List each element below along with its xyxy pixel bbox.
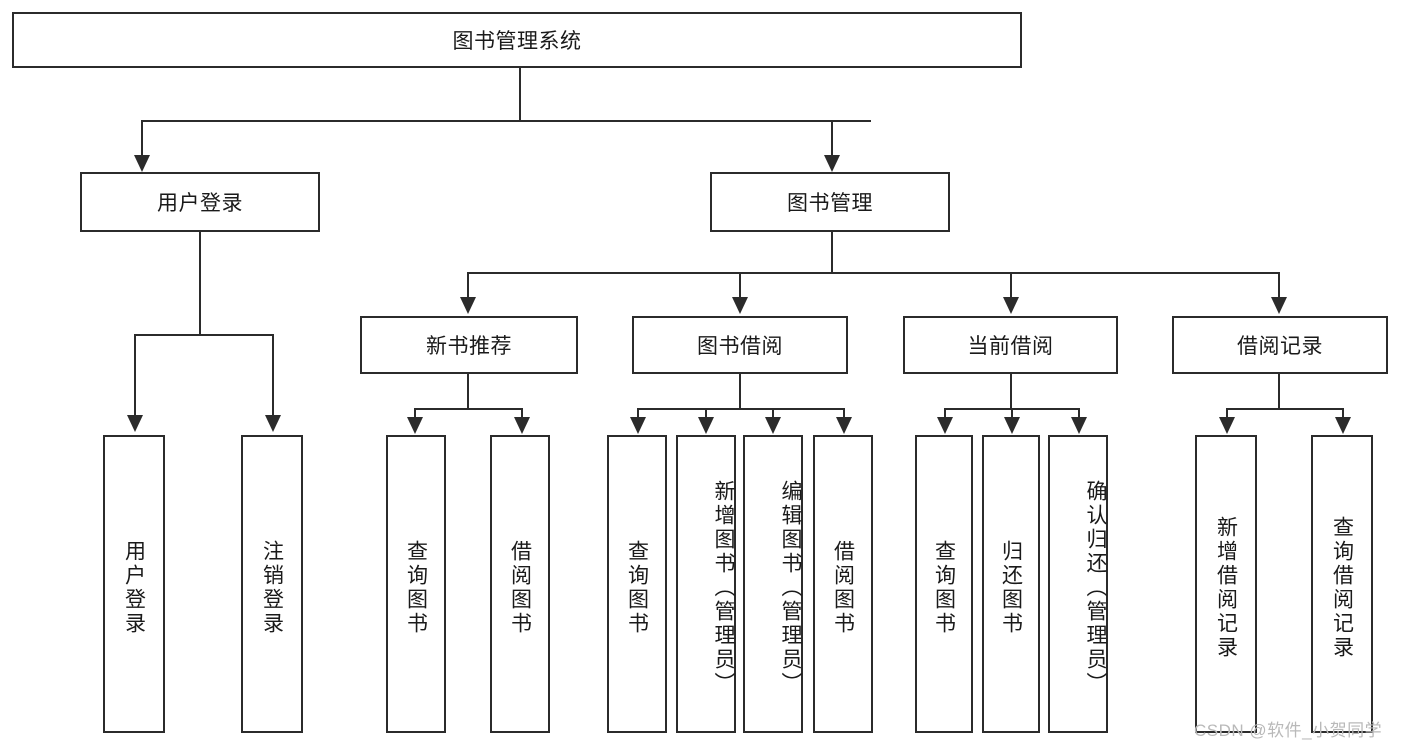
edge-level3-bar [467, 272, 1278, 274]
arrowhead-user-login-child-2 [265, 415, 281, 432]
arrowhead-bb-child-2 [698, 417, 714, 434]
edge-bb-child-1 [637, 408, 639, 420]
arrowhead-bb-child-3 [765, 417, 781, 434]
arrowhead-to-book-borrow [732, 297, 748, 314]
edge-br-child-1 [1226, 408, 1228, 420]
leaf-nbr-query-book[interactable]: 查询图书 [386, 435, 446, 733]
edge-user-login-bar [134, 334, 272, 336]
edge-user-login-stem [199, 232, 201, 334]
arrowhead-bb-child-1 [630, 417, 646, 434]
leaf-nbr-borrow-book[interactable]: 借阅图书 [490, 435, 550, 733]
node-label: 图书管理 [787, 192, 873, 215]
edge-cb-child-3 [1078, 408, 1080, 420]
node-label: 归还图书 [999, 540, 1023, 636]
edge-to-new-book-recommend [467, 272, 469, 300]
edge-nbr-child-2 [521, 408, 523, 420]
node-label: 用户登录 [122, 540, 146, 636]
watermark-text: CSDN @软件_小贺同学 [1194, 721, 1383, 740]
edge-cb-child-1 [944, 408, 946, 420]
arrowhead-br-child-1 [1219, 417, 1235, 434]
edge-new-book-recommend-bar [414, 408, 521, 410]
node-label: 当前借阅 [967, 335, 1054, 358]
node-new-book-recommend[interactable]: 新书推荐 [360, 316, 578, 374]
edge-to-current-borrow [1010, 272, 1012, 300]
arrowhead-to-current-borrow [1003, 297, 1019, 314]
node-label: 借阅记录 [1237, 335, 1323, 358]
edge-borrow-record-stem [1278, 374, 1280, 408]
edge-bb-child-2 [705, 408, 707, 420]
node-label: 注销登录 [260, 540, 284, 636]
arrowhead-nbr-child-2 [514, 417, 530, 434]
edge-br-child-2 [1342, 408, 1344, 420]
leaf-cb-return-book[interactable]: 归还图书 [982, 435, 1040, 733]
node-label: 查询图书 [932, 540, 956, 636]
edge-to-book-management [831, 120, 833, 158]
node-label: 新书推荐 [426, 335, 512, 358]
edge-to-borrow-record [1278, 272, 1280, 300]
arrowhead-cb-child-2 [1004, 417, 1020, 434]
leaf-user-login-logout[interactable]: 注销登录 [241, 435, 303, 733]
node-label: 查询图书 [625, 540, 649, 636]
arrowhead-to-new-book-recommend [460, 297, 476, 314]
edge-bb-child-4 [843, 408, 845, 420]
node-book-borrow[interactable]: 图书借阅 [632, 316, 848, 374]
arrowhead-br-child-2 [1335, 417, 1351, 434]
arrowhead-to-user-login [134, 155, 150, 172]
edge-cb-child-2 [1011, 408, 1013, 420]
node-label: 新增借阅记录 [1214, 516, 1238, 660]
edge-borrow-record-bar [1226, 408, 1342, 410]
arrowhead-to-book-management [824, 155, 840, 172]
node-label: 借阅图书 [508, 540, 532, 636]
node-label: 编辑图书（管理员） [779, 480, 802, 696]
edge-to-user-login [141, 120, 143, 158]
edge-root-stem [519, 68, 521, 120]
leaf-bb-edit-book-admin[interactable]: 编辑图书（管理员） [743, 435, 803, 733]
edge-level1-bar [141, 120, 871, 122]
node-label: 确认归还（管理员） [1084, 480, 1107, 696]
node-label: 新增图书（管理员） [712, 480, 735, 696]
arrowhead-cb-child-3 [1071, 417, 1087, 434]
arrowhead-bb-child-4 [836, 417, 852, 434]
node-label: 图书管理系统 [452, 30, 582, 53]
node-label: 借阅图书 [831, 540, 855, 636]
leaf-br-add-record[interactable]: 新增借阅记录 [1195, 435, 1257, 733]
leaf-bb-borrow-book[interactable]: 借阅图书 [813, 435, 873, 733]
edge-book-borrow-stem [739, 374, 741, 408]
arrowhead-to-borrow-record [1271, 297, 1287, 314]
node-root-book-management-system[interactable]: 图书管理系统 [12, 12, 1022, 68]
node-user-login[interactable]: 用户登录 [80, 172, 320, 232]
edge-book-management-stem [831, 232, 833, 272]
edge-book-borrow-bar [637, 408, 843, 410]
edge-user-login-child-2 [272, 334, 274, 418]
arrowhead-cb-child-1 [937, 417, 953, 434]
arrowhead-user-login-child-1 [127, 415, 143, 432]
leaf-br-query-record[interactable]: 查询借阅记录 [1311, 435, 1373, 733]
edge-user-login-child-1 [134, 334, 136, 418]
node-label: 用户登录 [157, 192, 243, 215]
edge-to-book-borrow [739, 272, 741, 300]
node-borrow-record[interactable]: 借阅记录 [1172, 316, 1388, 374]
node-label: 图书借阅 [697, 335, 783, 358]
edge-current-borrow-stem [1010, 374, 1012, 408]
node-label: 查询图书 [404, 540, 428, 636]
node-current-borrow[interactable]: 当前借阅 [903, 316, 1118, 374]
leaf-bb-query-book[interactable]: 查询图书 [607, 435, 667, 733]
edge-nbr-child-1 [414, 408, 416, 420]
edge-new-book-recommend-stem [467, 374, 469, 408]
node-label: 查询借阅记录 [1330, 516, 1354, 660]
leaf-cb-confirm-return-admin[interactable]: 确认归还（管理员） [1048, 435, 1108, 733]
leaf-user-login-login[interactable]: 用户登录 [103, 435, 165, 733]
arrowhead-nbr-child-1 [407, 417, 423, 434]
edge-bb-child-3 [772, 408, 774, 420]
node-book-management[interactable]: 图书管理 [710, 172, 950, 232]
leaf-cb-query-book[interactable]: 查询图书 [915, 435, 973, 733]
leaf-bb-add-book-admin[interactable]: 新增图书（管理员） [676, 435, 736, 733]
